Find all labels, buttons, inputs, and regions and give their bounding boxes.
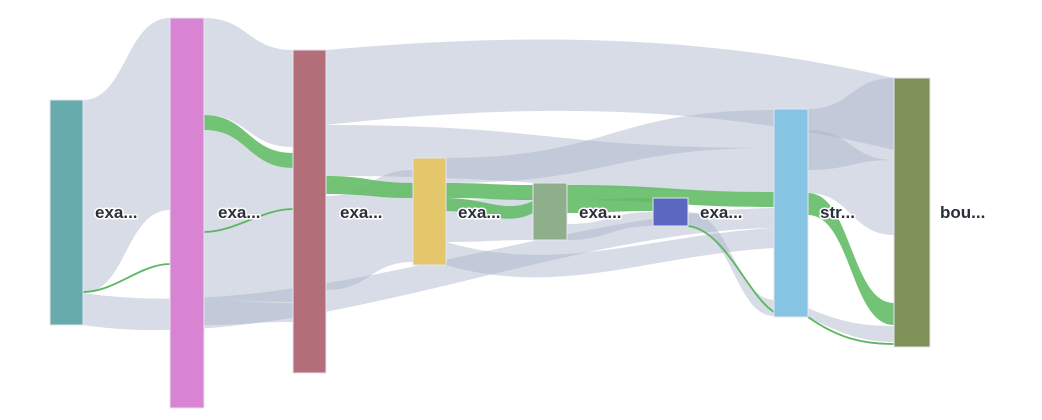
node-6-label: str... — [820, 203, 855, 222]
link-lightblue-olive-top — [808, 78, 894, 170]
thin-green-teal-pink — [82, 263, 171, 293]
link-lightblue-olive-bottom — [808, 308, 894, 342]
node-1-label: exa... — [218, 203, 261, 222]
sankey-node-labels: exa... exa... exa... exa... exa... exa..… — [94, 202, 987, 224]
green-pink-red — [204, 115, 293, 168]
node-5-label: exa... — [700, 203, 743, 222]
node-7-label: bou... — [940, 203, 985, 222]
link-teal-lightblue — [83, 208, 774, 331]
link-teal-pink — [83, 18, 170, 293]
link-pink-red-bottom — [204, 300, 293, 325]
link-sage-blue — [567, 212, 653, 240]
node-5[interactable] — [652, 197, 689, 227]
sankey-gray-links — [83, 18, 894, 342]
node-3[interactable] — [412, 157, 447, 266]
link-red-yellow — [326, 170, 413, 290]
thin-green-pink-red — [203, 208, 294, 233]
green-sage-blue — [567, 198, 653, 213]
sankey-thin-green-links — [82, 208, 895, 345]
green-yellow-sage — [446, 183, 533, 200]
link-pink-red-top — [204, 18, 293, 147]
green-yellow-sage-dip — [446, 198, 533, 219]
node-4[interactable] — [532, 182, 568, 241]
node-3-label: exa... — [458, 203, 501, 222]
thin-green-blue-lightblue — [687, 225, 775, 313]
sankey-nodes — [49, 17, 931, 409]
node-2[interactable] — [292, 49, 327, 374]
node-0-label: exa... — [95, 203, 138, 222]
link-yellow-lightblue-top — [446, 110, 774, 183]
node-4-label: exa... — [579, 203, 622, 222]
green-sage-lightblue — [567, 185, 774, 207]
node-1[interactable] — [169, 17, 205, 409]
link-red-olive-top — [326, 39, 894, 151]
link-lightblue-olive-mid — [808, 130, 894, 235]
link-pink-red-main — [204, 130, 293, 302]
node-7[interactable] — [893, 77, 931, 348]
node-6[interactable] — [773, 108, 809, 318]
green-red-yellow — [326, 176, 413, 198]
green-lightblue-olive — [808, 193, 894, 325]
thin-green-lightblue-olive — [807, 316, 895, 345]
node-2-label: exa... — [340, 203, 383, 222]
sankey-green-links — [204, 115, 894, 325]
link-yellow-lightblue-low — [446, 228, 774, 278]
node-0[interactable] — [49, 99, 84, 326]
